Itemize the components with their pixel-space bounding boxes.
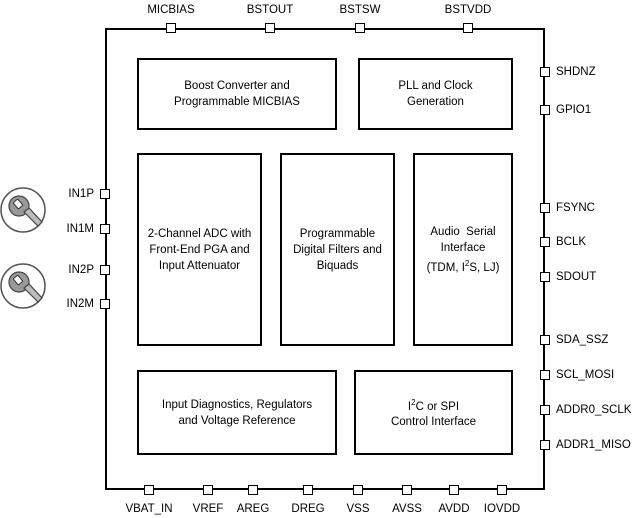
pin-iovdd-box: [497, 485, 507, 495]
ctrl-line-1-pre: I: [407, 400, 412, 413]
asi-line-2: Interface: [440, 241, 486, 254]
pin-micbias-label: MICBIAS: [147, 4, 195, 16]
pin-shdnz-box: [540, 67, 550, 77]
audio-serial-interface-label: Audio Serial Interface (TDM, I2S, LJ): [427, 224, 500, 276]
pin-bstout-box: [265, 23, 275, 33]
pin-fsync-label: FSYNC: [556, 202, 595, 214]
pin-vref-label: VREF: [192, 503, 224, 515]
pin-vbat-in-box: [144, 485, 154, 495]
pin-vss-box: [353, 485, 363, 495]
pin-sdout-label: SDOUT: [556, 271, 597, 283]
control-interface-label: I2C or SPI Control Interface: [391, 395, 476, 431]
adc-label: 2-Channel ADC with Front-End PGA and Inp…: [147, 227, 252, 272]
digital-filters-label: Programmable Digital Filters and Biquads: [293, 227, 382, 272]
microphone-icon: [0, 263, 46, 309]
pin-bstsw-box: [355, 23, 365, 33]
pin-in1m-box: [100, 224, 110, 234]
pin-bstout-label: BSTOUT: [246, 4, 294, 16]
audio-serial-interface-block: Audio Serial Interface (TDM, I2S, LJ): [413, 153, 513, 346]
pin-areg-box: [248, 485, 258, 495]
pin-in1p-label: IN1P: [68, 188, 94, 200]
input-diagnostics-label: Input Diagnostics, Regulators and Voltag…: [161, 398, 313, 427]
pin-fsync-box: [540, 203, 550, 213]
pin-sda-ssz-label: SDA_SSZ: [556, 334, 609, 346]
ctrl-line-1-sup: 2: [411, 397, 416, 407]
pin-vss-label: VSS: [346, 503, 370, 515]
asi-line-3-pre: (TDM, I: [426, 261, 465, 274]
pin-iovdd-label: IOVDD: [483, 503, 521, 515]
pll-clock-label: PLL and Clock Generation: [398, 80, 473, 108]
boost-converter-label: Boost Converter and Programmable MICBIAS: [174, 80, 300, 108]
asi-line-3-post: S, LJ): [469, 261, 500, 274]
pin-dreg-box: [303, 485, 313, 495]
pin-in1m-label: IN1M: [66, 223, 94, 235]
pin-bstvdd-box: [463, 23, 473, 33]
pin-addr1-miso-label: ADDR1_MISO: [556, 439, 631, 451]
ctrl-line-2: Control Interface: [390, 416, 476, 429]
digital-filters-block: Programmable Digital Filters and Biquads: [280, 153, 395, 346]
pin-micbias-box: [166, 23, 176, 33]
pin-in2p-box: [100, 265, 110, 275]
pin-sdout-box: [540, 272, 550, 282]
microphone-icon: [0, 187, 46, 233]
pin-in2m-label: IN2M: [66, 298, 94, 310]
pin-in2m-box: [100, 299, 110, 309]
asi-line-3-sup: 2: [464, 258, 470, 268]
pin-addr0-sclk-label: ADDR0_SCLK: [556, 404, 632, 416]
pin-scl-mosi-label: SCL_MOSI: [556, 369, 615, 381]
input-diagnostics-block: Input Diagnostics, Regulators and Voltag…: [137, 370, 337, 455]
pin-vref-box: [203, 485, 213, 495]
pin-avdd-label: AVDD: [438, 503, 470, 515]
pin-areg-label: AREG: [236, 503, 270, 515]
ctrl-line-1-post: C or SPI: [415, 400, 460, 413]
pin-addr0-sclk-box: [540, 405, 550, 415]
pin-addr1-miso-box: [540, 440, 550, 450]
control-interface-block: I2C or SPI Control Interface: [354, 370, 513, 455]
pin-shdnz-label: SHDNZ: [556, 66, 596, 78]
pin-scl-mosi-box: [540, 370, 550, 380]
pll-clock-block: PLL and Clock Generation: [358, 58, 513, 130]
pin-in2p-label: IN2P: [68, 264, 94, 276]
pin-avss-label: AVSS: [392, 503, 422, 515]
adc-block: 2-Channel ADC with Front-End PGA and Inp…: [137, 153, 262, 346]
pin-in1p-box: [100, 189, 110, 199]
pin-avdd-box: [449, 485, 459, 495]
pin-vbat-in-label: VBAT_IN: [125, 503, 173, 515]
asi-line-1: Audio Serial: [430, 225, 496, 238]
pin-gpio1-box: [540, 105, 550, 115]
pin-bstsw-label: BSTSW: [339, 4, 381, 16]
pin-avss-box: [402, 485, 412, 495]
pin-bclk-label: BCLK: [556, 236, 587, 248]
boost-converter-block: Boost Converter and Programmable MICBIAS: [137, 58, 337, 130]
pin-bstvdd-label: BSTVDD: [444, 4, 492, 16]
pin-sda-ssz-box: [540, 335, 550, 345]
pin-bclk-box: [540, 237, 550, 247]
pin-dreg-label: DREG: [291, 503, 325, 515]
pin-gpio1-label: GPIO1: [556, 104, 592, 116]
